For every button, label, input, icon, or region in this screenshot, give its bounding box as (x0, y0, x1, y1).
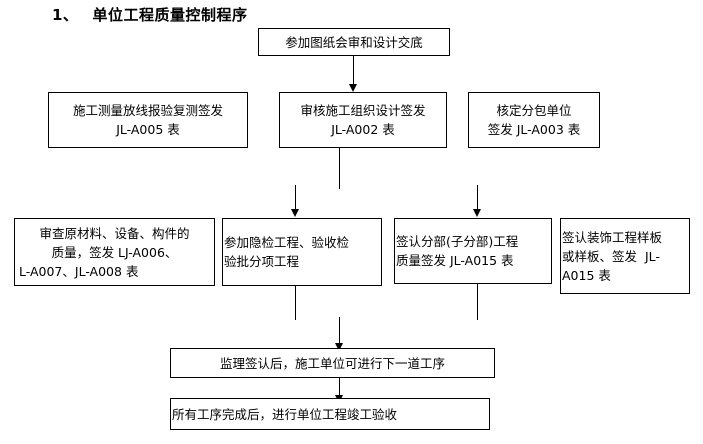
edge-start-to-org-design-line (353, 56, 354, 84)
edge-org-design-to-subdivision-arrow (473, 209, 481, 217)
edge-start-to-org-design-arrow (349, 84, 357, 92)
node-survey-line-2: JL-A005 表 (116, 122, 180, 137)
node-materials[interactable]: 审查原材料、设备、构件的 质量，签发 LJ-A006、 L-A007、JL-A0… (14, 218, 215, 286)
node-final-acceptance[interactable]: 所有工序完成后，进行单位工程竣工验收 (170, 398, 490, 430)
edge-org-design-to-concealed-arrow (291, 209, 299, 217)
page-title-text: 单位工程质量控制程序 (92, 6, 248, 24)
edge-org-design-to-subdivision-line (477, 185, 478, 210)
node-next-process[interactable]: 监理签认后，施工单位可进行下一道工序 (170, 348, 495, 378)
edge-next-process-to-final-line (339, 378, 340, 398)
node-start-line-1: 参加图纸会审和设计交底 (285, 34, 423, 50)
page-title-number: 1、 (52, 6, 79, 24)
node-survey-line-1: 施工测量放线报验复测签发 (72, 103, 223, 118)
page-title: 1、单位工程质量控制程序 (52, 4, 247, 25)
edge-org-design-to-concealed-line (295, 185, 296, 210)
node-subdivision[interactable]: 签认分部(子分部)工程 质量签发 JL-A015 表 (394, 218, 552, 284)
node-materials-line-2: 质量，签发 LJ-A006、 (51, 244, 178, 260)
node-materials-line-1: 审查原材料、设备、构件的 (39, 225, 190, 241)
node-materials-line-3: L-A007、JL-A008 表 (19, 263, 139, 279)
edge-to-next-process-arrow (335, 343, 343, 351)
node-subcontract[interactable]: 核定分包单位 签发 JL-A003 表 (468, 92, 600, 148)
node-decoration-line-3: A015 表 (562, 267, 611, 283)
edge-org-design-stem (339, 148, 340, 189)
node-org-design-line-2: JL-A002 表 (331, 122, 395, 137)
node-org-design[interactable]: 审核施工组织设计签发 JL-A002 表 (279, 92, 447, 148)
node-next-process-line-1: 监理签认后，施工单位可进行下一道工序 (219, 355, 445, 371)
node-decoration[interactable]: 签认装饰工程样板 或样板、签发 JL- A015 表 (560, 218, 690, 294)
node-start[interactable]: 参加图纸会审和设计交底 (258, 28, 450, 56)
node-subcontract-line-2: 签发 JL-A003 表 (487, 122, 581, 137)
node-decoration-line-1: 签认装饰工程样板 (562, 229, 663, 245)
node-concealed[interactable]: 参加隐检工程、验收检 验批分项工程 (222, 218, 382, 286)
node-survey[interactable]: 施工测量放线报验复测签发 JL-A005 表 (48, 92, 248, 148)
node-org-design-line-1: 审核施工组织设计签发 (300, 103, 426, 118)
node-subdivision-line-1: 签认分部(子分部)工程 (396, 234, 519, 249)
edge-to-next-process-line (339, 317, 340, 345)
edge-concealed-stem (295, 286, 296, 320)
edge-subdivision-stem (477, 284, 478, 320)
node-decoration-line-2: 或样板、签发 JL- (562, 248, 660, 264)
node-subdivision-line-2: 质量签发 JL-A015 表 (396, 253, 514, 268)
node-concealed-line-2: 验批分项工程 (224, 254, 300, 269)
node-final-acceptance-line-1: 所有工序完成后，进行单位工程竣工验收 (172, 406, 398, 422)
node-concealed-line-1: 参加隐检工程、验收检 (224, 235, 350, 250)
node-subcontract-line-1: 核定分包单位 (496, 103, 572, 118)
